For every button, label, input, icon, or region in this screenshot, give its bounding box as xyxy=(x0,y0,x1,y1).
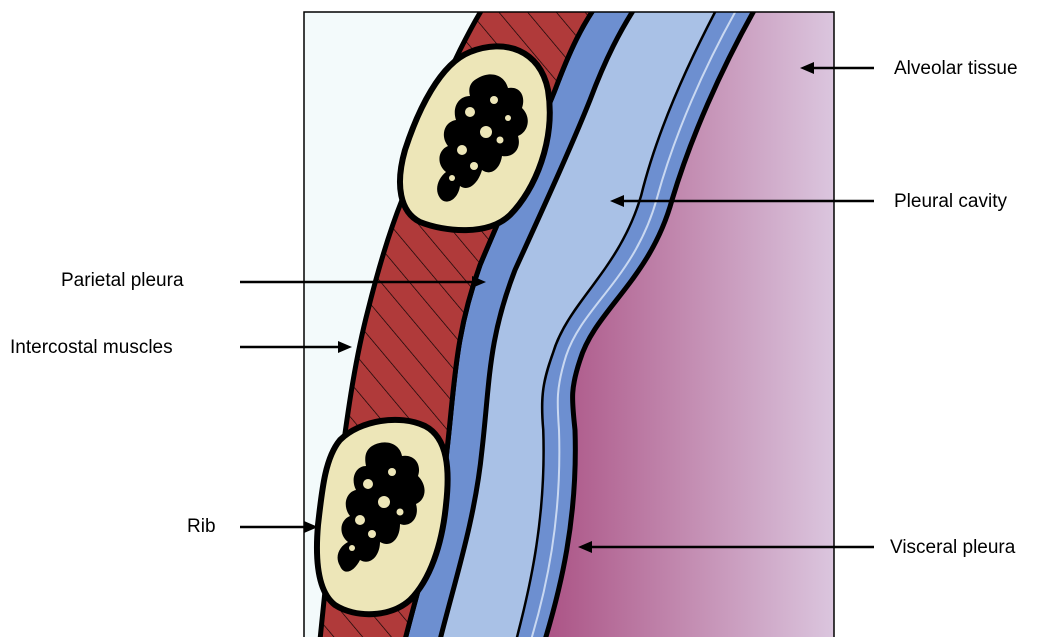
arrow-alveolar-tissue xyxy=(800,62,874,74)
label-visceral-pleura: Visceral pleura xyxy=(890,537,1015,559)
label-parietal-pleura: Parietal pleura xyxy=(61,270,184,292)
label-intercostal-muscles: Intercostal muscles xyxy=(10,337,173,359)
label-alveolar-tissue: Alveolar tissue xyxy=(894,58,1018,80)
arrow-rib xyxy=(240,521,318,533)
label-pleural-cavity: Pleural cavity xyxy=(894,191,1007,213)
label-rib: Rib xyxy=(187,516,216,538)
